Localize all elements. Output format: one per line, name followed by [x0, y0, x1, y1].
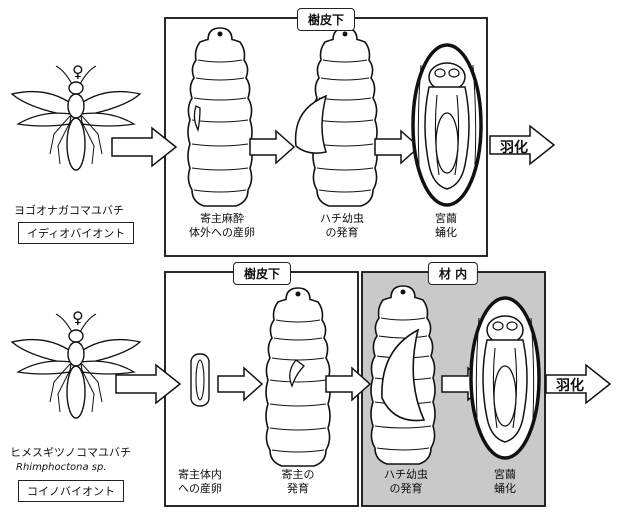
top-stage3-label-2: 蛹化: [435, 226, 457, 240]
top-female-symbol: ♀: [72, 62, 84, 81]
bottom-species-latin: Rhimphoctona sp.: [16, 461, 107, 475]
bottom-species-name: ヒメスギツノコマユバチ: [10, 446, 131, 460]
top-species-name: ヨゴオナガコマユバチ: [14, 204, 124, 218]
bottom-stage3-label-2: の発育: [390, 482, 423, 496]
top-emergence-label: 羽化: [500, 137, 528, 157]
bottom-stage4-label-1: 宮繭: [494, 468, 516, 482]
top-pupa: [413, 45, 481, 205]
top-stage1-label-1: 寄主麻酔: [200, 212, 244, 226]
bottom-larva-host: [266, 288, 330, 466]
bottom-stage2-label-1: 寄主の: [282, 468, 315, 482]
bottom-stage3-label-1: ハチ幼虫: [384, 468, 428, 482]
bottom-bark-badge: 樹皮下: [233, 262, 291, 285]
bottom-wasp: [12, 314, 140, 418]
bottom-stage1-label-1: 寄主体内: [178, 468, 222, 482]
top-stage2-label-2: の発育: [326, 226, 359, 240]
bottom-stage2-label-2: 発育: [287, 482, 309, 496]
top-stage1-label-2: 体外への産卵: [189, 226, 255, 240]
bottom-emergence-label: 羽化: [556, 375, 584, 395]
bottom-stage1-label-2: への産卵: [178, 482, 222, 496]
bottom-small-egg-larva: [191, 354, 209, 406]
bottom-strategy-label: コイノバイオント: [18, 480, 124, 502]
bottom-stage4-label-2: 蛹化: [494, 482, 516, 496]
top-bark-badge: 樹皮下: [297, 8, 355, 31]
top-stage2-label-1: ハチ幼虫: [320, 212, 364, 226]
bottom-female-symbol: ♀: [72, 308, 84, 327]
top-stage3-label-1: 宮繭: [435, 212, 457, 226]
bottom-pupa: [471, 298, 539, 458]
bottom-wood-badge: 材 内: [428, 262, 478, 285]
top-strategy-label: イディオバイオント: [18, 222, 134, 244]
